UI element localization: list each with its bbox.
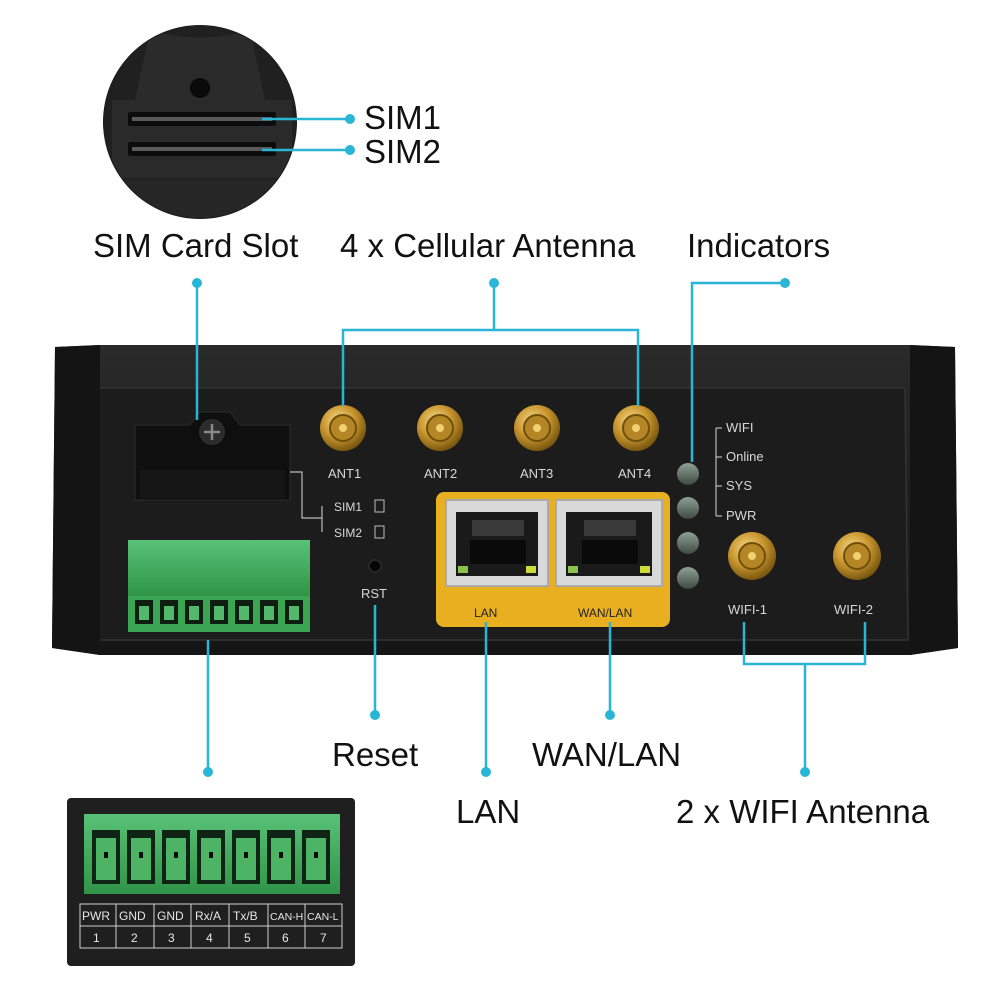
indicator-wifi-label: WIFI (726, 420, 753, 435)
rst-panel-label: RST (361, 586, 387, 601)
sim-card-slot-callout: SIM Card Slot (93, 227, 298, 264)
pin-number-4: 4 (206, 931, 213, 945)
indicator-bracket (715, 427, 722, 517)
reset-button[interactable] (368, 559, 382, 573)
ant4-label: ANT4 (618, 466, 651, 481)
sim-callout-lines (262, 117, 348, 152)
led-pwr-icon (677, 567, 699, 589)
ant2-label: ANT2 (424, 466, 457, 481)
indicator-sys-label: SYS (726, 478, 752, 493)
sim2-callout-dot (345, 145, 355, 155)
pin-name-7: CAN-L (307, 911, 339, 923)
sim2-callout: SIM2 (364, 133, 441, 170)
pin-number-7: 7 (320, 931, 327, 945)
lan-port (456, 512, 538, 576)
ant1-label: ANT1 (328, 466, 361, 481)
callout-lines (195, 281, 867, 772)
wan-lan-port (566, 512, 652, 576)
ant1-connector-icon (320, 405, 366, 451)
terminal-block-panel (128, 540, 310, 632)
ant3-label: ANT3 (520, 466, 553, 481)
ant4-connector-icon (613, 405, 659, 451)
wan-lan-port-label: WAN/LAN (578, 606, 632, 620)
pin-number-3: 3 (168, 931, 175, 945)
cellular-antenna-callout: 4 x Cellular Antenna (340, 227, 636, 264)
wifi-antenna-callout: 2 x WIFI Antenna (676, 793, 930, 830)
lan-port-label: LAN (474, 606, 497, 620)
callout-dots (192, 278, 810, 777)
wifi2-label: WIFI-2 (834, 602, 873, 617)
reset-callout: Reset (332, 736, 418, 773)
wifi1-label: WIFI-1 (728, 602, 767, 617)
indicators-callout: Indicators (687, 227, 830, 264)
indicator-pwr-label: PWR (726, 508, 756, 523)
sim2-panel-label: SIM2 (334, 526, 362, 540)
sim1-card-icon (374, 499, 385, 513)
pin-number-1: 1 (93, 931, 100, 945)
pin-number-5: 5 (244, 931, 251, 945)
screw-icon (204, 424, 220, 440)
indicator-online-label: Online (726, 449, 764, 464)
pin-name-1: PWR (82, 909, 110, 923)
led-sys-icon (677, 532, 699, 554)
sim-zoom-inset (103, 25, 297, 219)
sim-bracket (290, 471, 323, 532)
pin-name-2: GND (119, 909, 146, 923)
lan-callout: LAN (456, 793, 520, 830)
sim1-callout-dot (345, 114, 355, 124)
wifi2-connector-icon (833, 532, 881, 580)
pin-number-2: 2 (131, 931, 138, 945)
pin-name-3: GND (157, 909, 184, 923)
indicator-leds (677, 463, 699, 589)
pin-number-6: 6 (282, 931, 289, 945)
led-wifi-icon (677, 463, 699, 485)
cellular-antenna-connectors (320, 405, 659, 451)
terminal-zoom-inset: PWR GND GND Rx/A Tx/B CAN-H CAN-L 1 2 3 … (67, 798, 355, 966)
pin-table (79, 903, 343, 949)
wan-lan-callout: WAN/LAN (532, 736, 681, 773)
wifi1-connector-icon (728, 532, 776, 580)
sim1-callout: SIM1 (364, 99, 441, 136)
sim-slot-cover (134, 411, 291, 501)
pin-name-6: CAN-H (270, 911, 303, 923)
pin-name-4: Rx/A (195, 909, 221, 923)
sim2-card-icon (374, 525, 385, 539)
ant2-connector-icon (417, 405, 463, 451)
ant3-connector-icon (514, 405, 560, 451)
pin-name-5: Tx/B (233, 909, 258, 923)
led-online-icon (677, 497, 699, 519)
screw-hole-icon (190, 78, 210, 98)
sim1-panel-label: SIM1 (334, 500, 362, 514)
